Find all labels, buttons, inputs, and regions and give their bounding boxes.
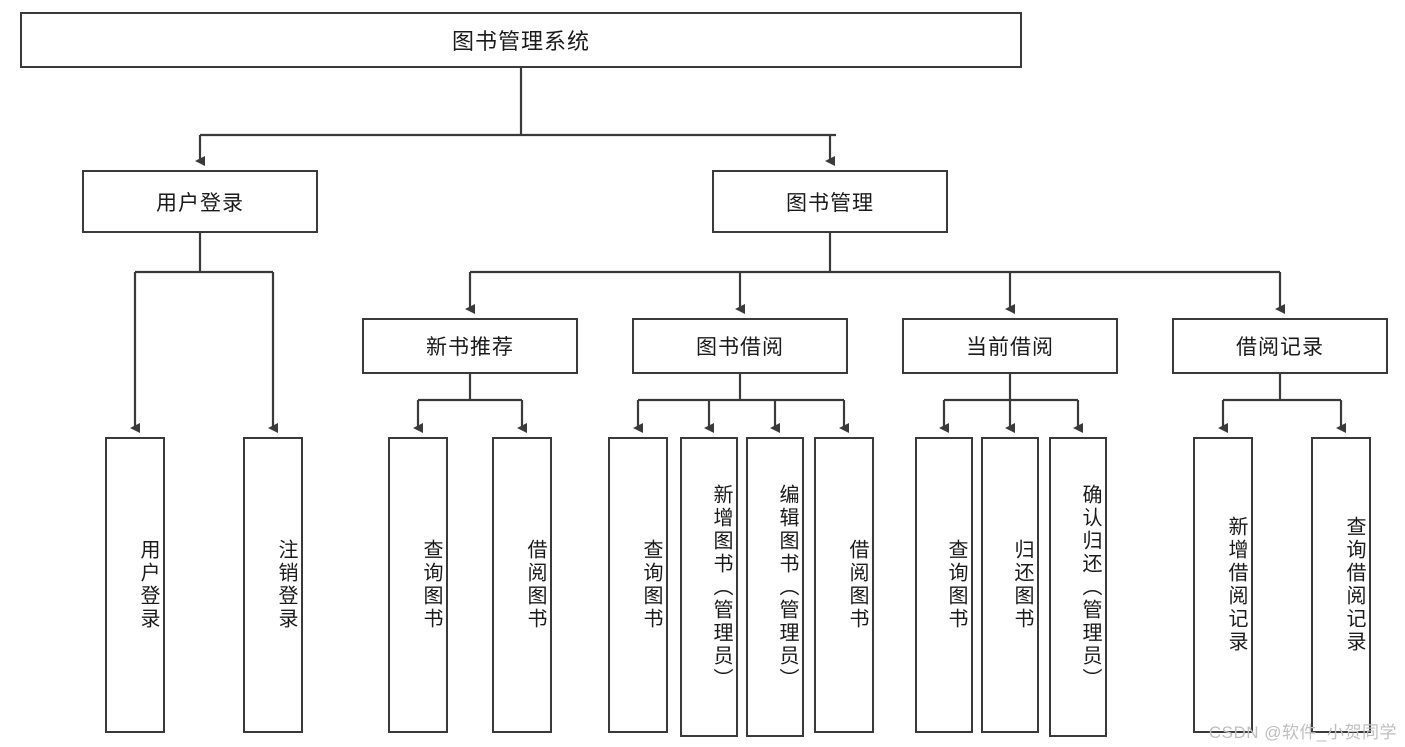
leaf-current-confirm-return-admin[interactable]: 确认归还（管理员） xyxy=(1049,437,1107,737)
node-borrow-record[interactable]: 借阅记录 xyxy=(1172,318,1388,374)
leaf-record-query[interactable]: 查询借阅记录 xyxy=(1311,437,1371,733)
watermark-text: CSDN @软件_小贺同学 xyxy=(1208,723,1397,742)
node-book-borrow[interactable]: 图书借阅 xyxy=(632,318,848,374)
node-root-system[interactable]: 图书管理系统 xyxy=(20,12,1022,68)
node-book-manage[interactable]: 图书管理 xyxy=(712,170,948,233)
leaf-label: 编辑图书（管理员） xyxy=(776,483,798,691)
leaf-borrow-query-book[interactable]: 查询图书 xyxy=(608,437,668,733)
leaf-recommend-borrow-book[interactable]: 借阅图书 xyxy=(492,437,552,733)
leaf-label: 新增图书（管理员） xyxy=(710,483,732,691)
leaf-label: 查询借阅记录 xyxy=(1343,516,1365,654)
leaf-borrow-lend-book[interactable]: 借阅图书 xyxy=(814,437,874,733)
leaf-label: 注销登录 xyxy=(275,539,297,631)
node-current-borrow[interactable]: 当前借阅 xyxy=(902,318,1118,374)
leaf-label: 查询图书 xyxy=(420,539,442,631)
leaf-label: 查询图书 xyxy=(640,539,662,631)
leaf-user-login[interactable]: 用户登录 xyxy=(105,437,165,733)
leaf-label: 用户登录 xyxy=(137,539,159,631)
leaf-borrow-add-book-admin[interactable]: 新增图书（管理员） xyxy=(680,437,738,737)
leaf-record-add[interactable]: 新增借阅记录 xyxy=(1193,437,1253,733)
leaf-borrow-edit-book-admin[interactable]: 编辑图书（管理员） xyxy=(746,437,804,737)
leaf-label: 归还图书 xyxy=(1011,539,1033,631)
leaf-label: 确认归还（管理员） xyxy=(1079,483,1101,691)
leaf-current-query-book[interactable]: 查询图书 xyxy=(915,437,973,733)
leaf-label: 借阅图书 xyxy=(846,539,868,631)
node-user-login[interactable]: 用户登录 xyxy=(82,170,318,233)
leaf-recommend-query-book[interactable]: 查询图书 xyxy=(388,437,448,733)
node-new-book-recommend[interactable]: 新书推荐 xyxy=(362,318,578,374)
leaf-user-logout[interactable]: 注销登录 xyxy=(243,437,303,733)
leaf-label: 新增借阅记录 xyxy=(1225,516,1247,654)
leaf-label: 借阅图书 xyxy=(524,539,546,631)
leaf-current-return-book[interactable]: 归还图书 xyxy=(981,437,1039,733)
leaf-label: 查询图书 xyxy=(945,539,967,631)
